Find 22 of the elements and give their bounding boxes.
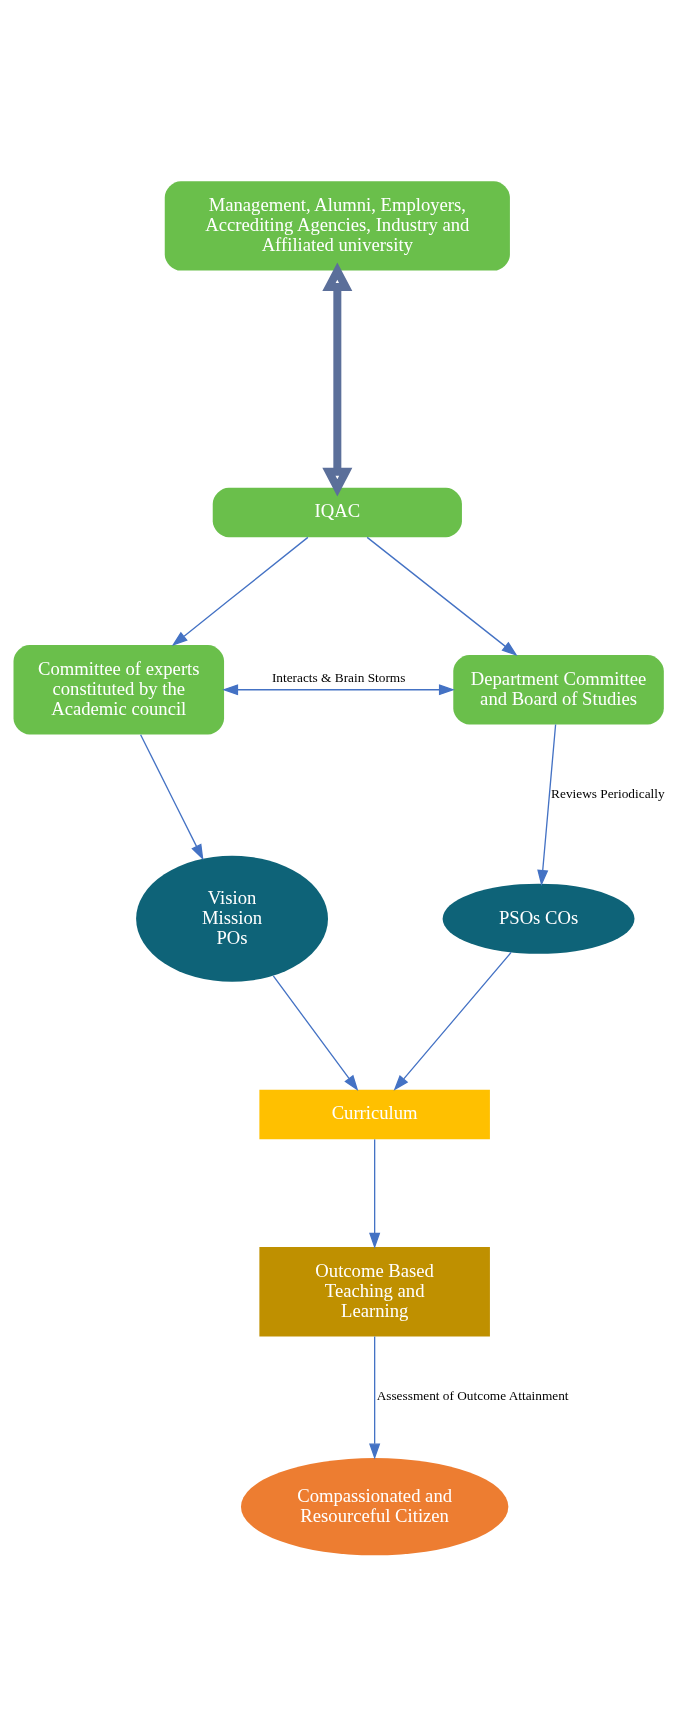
arrow xyxy=(139,733,204,860)
node-box: IQAC xyxy=(212,487,462,537)
node-box: Department Committee and Board of Studies xyxy=(453,654,664,724)
node-ellipse: PSOs COs xyxy=(442,883,635,954)
edge-label: Assessment of Outcome Attainment xyxy=(376,1387,569,1403)
node-box: Committee of experts constituted by the Academic council xyxy=(13,644,225,734)
arrow xyxy=(366,536,518,656)
arrow xyxy=(222,683,455,695)
node-box: Curriculum xyxy=(259,1089,490,1139)
edge-label: Interacts & Brain Storms xyxy=(271,669,406,685)
arrow xyxy=(171,536,309,646)
node-box: Outcome Based Teaching and Learning xyxy=(259,1246,490,1336)
node-box: Management, Alumni, Employers, Accrediting Agencies, Industry and Affiliated university xyxy=(164,180,510,271)
arrow xyxy=(322,261,353,496)
arrow xyxy=(369,1335,381,1459)
arrow xyxy=(537,723,557,886)
arrow xyxy=(369,1138,381,1249)
arrow xyxy=(272,974,359,1091)
arrow xyxy=(393,951,512,1091)
node-ellipse: Compassionated and Resourceful Citizen xyxy=(240,1457,509,1555)
edge-label: Reviews Periodically xyxy=(551,785,665,801)
node-ellipse: Vision Mission POs xyxy=(136,855,328,982)
